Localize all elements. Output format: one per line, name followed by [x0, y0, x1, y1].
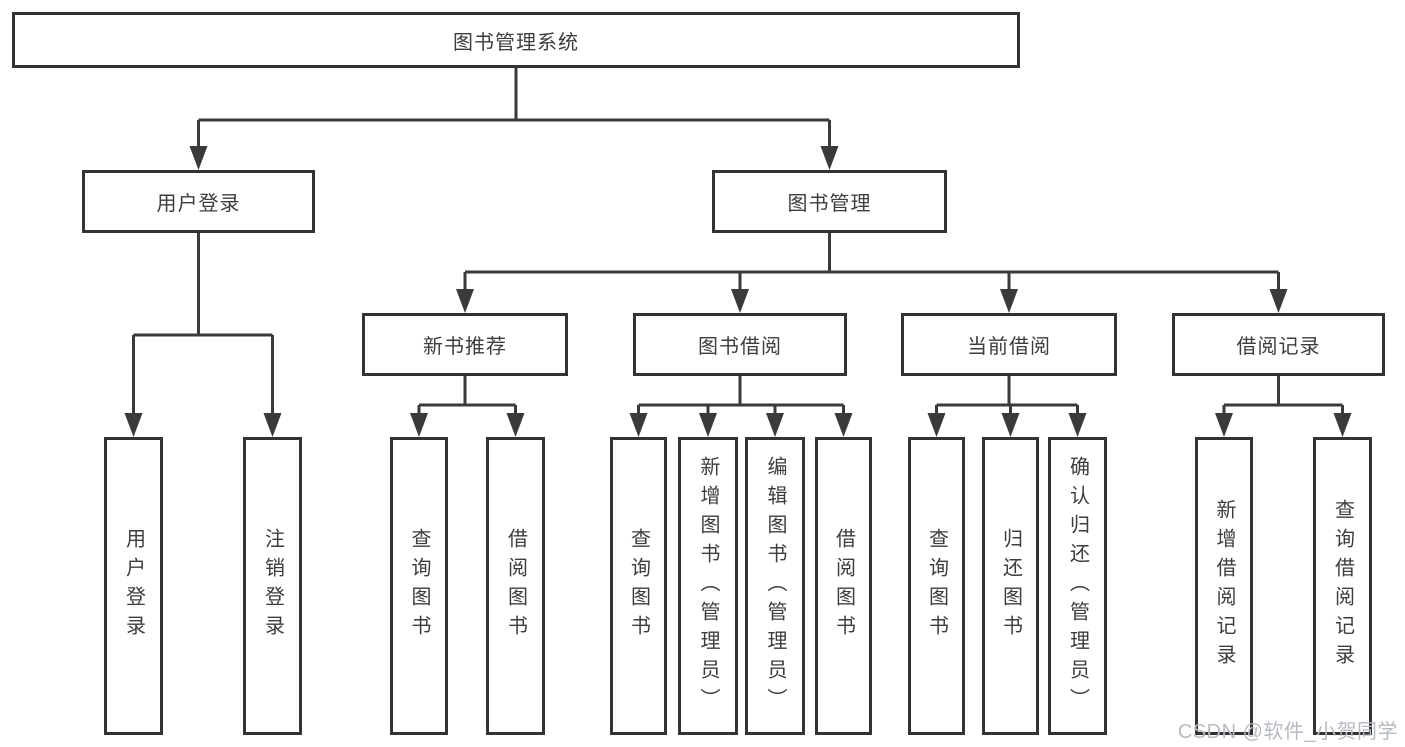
arrow-down-icon: [766, 413, 784, 437]
connector-user-login: [132, 233, 274, 417]
arrow-down-icon: [1333, 413, 1352, 437]
node-root: 图书管理系统: [12, 12, 1020, 68]
connector-borrow-records: [1222, 376, 1344, 417]
arrow-down-icon: [629, 413, 648, 437]
arrow-down-icon: [124, 413, 143, 437]
arrow-down-icon: [410, 413, 428, 437]
node-root-label: 图书管理系统: [453, 31, 579, 54]
arrow-down-icon: [820, 146, 839, 170]
connector-book-borrow: [637, 376, 845, 417]
connector-root: [197, 68, 831, 150]
node-user-login-label: 用户登录: [156, 193, 241, 215]
leaf-logout-label: 注销登录: [261, 528, 284, 644]
arrow-down-icon: [456, 289, 474, 313]
leaf-borrow-edit-books-admin-label: 编辑图书（管理员）: [764, 455, 786, 717]
node-borrow-records: 借阅记录: [1172, 313, 1385, 376]
connector-book-management: [463, 233, 1280, 293]
leaf-borrow-add-books-admin: 新增图书（管理员）: [678, 437, 738, 735]
leaf-user-login: 用户登录: [104, 437, 163, 735]
leaf-borrow-add-books-admin-label: 新增图书（管理员）: [697, 455, 719, 717]
node-new-book-recommend-label: 新书推荐: [423, 336, 507, 358]
arrow-down-icon: [927, 413, 946, 437]
leaf-current-confirm-return-admin-label: 确认归还（管理员）: [1066, 455, 1089, 717]
arrow-down-icon: [834, 413, 853, 437]
leaf-current-query-books: 查询图书: [908, 437, 965, 735]
leaf-current-query-books-label: 查询图书: [925, 528, 948, 644]
leaf-records-add-record-label: 新增借阅记录: [1213, 499, 1235, 673]
arrow-down-icon: [1269, 289, 1288, 313]
csdn-watermark: CSDN @软件_小贺同学: [1177, 721, 1398, 743]
node-user-login: 用户登录: [82, 170, 315, 233]
arrow-down-icon: [1215, 413, 1233, 437]
leaf-records-add-record: 新增借阅记录: [1195, 437, 1253, 735]
arrow-down-icon: [731, 289, 749, 313]
arrow-down-icon: [189, 146, 208, 170]
arrow-down-icon: [699, 413, 717, 437]
leaf-records-query-record-label: 查询借阅记录: [1331, 499, 1354, 673]
leaf-logout: 注销登录: [243, 437, 302, 735]
leaf-recommend-query-books-label: 查询图书: [408, 528, 430, 644]
connector-current-borrow: [935, 376, 1079, 417]
node-borrow-records-label: 借阅记录: [1236, 336, 1321, 358]
leaf-records-query-record: 查询借阅记录: [1313, 437, 1372, 735]
leaf-current-return-books-label: 归还图书: [999, 528, 1022, 644]
leaf-user-login-label: 用户登录: [122, 528, 145, 644]
leaf-current-confirm-return-admin: 确认归还（管理员）: [1048, 437, 1107, 735]
node-new-book-recommend: 新书推荐: [362, 313, 568, 376]
leaf-recommend-borrow-books-label: 借阅图书: [504, 528, 527, 644]
arrow-down-icon: [1001, 413, 1020, 437]
node-current-borrow-label: 当前借阅: [967, 336, 1051, 358]
node-book-management-label: 图书管理: [787, 193, 872, 215]
node-book-borrow: 图书借阅: [633, 313, 847, 376]
leaf-borrow-edit-books-admin: 编辑图书（管理员）: [745, 437, 805, 735]
node-current-borrow: 当前借阅: [901, 313, 1117, 376]
leaf-borrow-borrow-books: 借阅图书: [815, 437, 872, 735]
leaf-current-return-books: 归还图书: [982, 437, 1039, 735]
arrow-down-icon: [506, 413, 525, 437]
arrow-down-icon: [1000, 289, 1018, 313]
leaf-recommend-query-books: 查询图书: [390, 437, 448, 735]
leaf-borrow-borrow-books-label: 借阅图书: [832, 528, 855, 644]
leaf-borrow-query-books-label: 查询图书: [627, 528, 650, 644]
node-book-borrow-label: 图书借阅: [698, 336, 782, 358]
arrow-down-icon: [1068, 413, 1087, 437]
connector-new-book-recommend: [417, 376, 517, 417]
node-book-management: 图书管理: [712, 170, 947, 233]
leaf-borrow-query-books: 查询图书: [610, 437, 667, 735]
leaf-recommend-borrow-books: 借阅图书: [486, 437, 545, 735]
arrow-down-icon: [263, 413, 282, 437]
